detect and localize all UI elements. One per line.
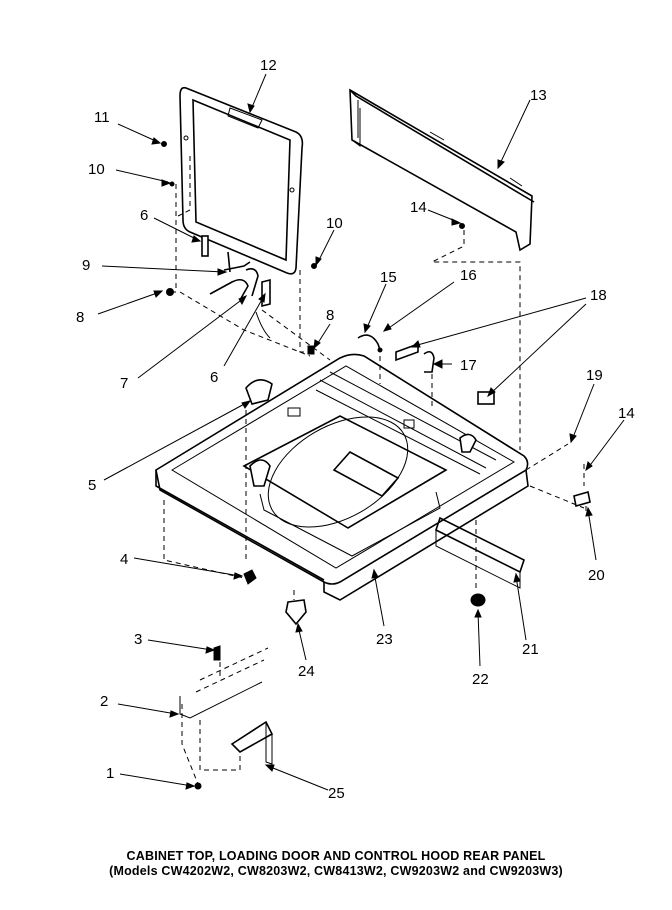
callout-8: 8: [76, 309, 84, 326]
diagram-caption-title: CABINET TOP, LOADING DOOR AND CONTROL HO…: [126, 849, 546, 863]
callout-17: 17: [460, 357, 477, 374]
callout-16: 16: [460, 267, 477, 284]
callout-12: 12: [260, 57, 277, 74]
callout-13: 13: [530, 87, 547, 104]
screw-10-right: [311, 263, 317, 269]
callout-6: 6: [140, 207, 148, 224]
callout-25: 25: [328, 785, 345, 802]
callout-2: 2: [100, 693, 108, 710]
callout-21: 21: [522, 641, 539, 658]
callout-14: 14: [410, 199, 427, 216]
screw-14-upper: [459, 223, 465, 229]
callout-10: 10: [88, 161, 105, 178]
callout-8: 8: [326, 307, 334, 324]
diagram-caption-models: (Models CW4202W2, CW8203W2, CW8413W2, CW…: [109, 864, 563, 878]
callout-5: 5: [88, 477, 96, 494]
callout-labels: 12 13 11 10 6 10 14 9 15 16 18 8 8 17 7 …: [76, 57, 635, 802]
callout-4: 4: [120, 551, 128, 568]
callout-23: 23: [376, 631, 393, 648]
callout-9: 9: [82, 257, 90, 274]
callout-14: 14: [618, 405, 635, 422]
lower-small-parts: [243, 490, 591, 626]
cabinet-bracket: [179, 645, 274, 790]
callout-24: 24: [298, 663, 315, 680]
callout-19: 19: [586, 367, 603, 384]
callout-11: 11: [94, 109, 110, 126]
callout-1: 1: [106, 765, 114, 782]
callout-18: 18: [590, 287, 607, 304]
callout-20: 20: [588, 567, 605, 584]
screw-11: [161, 141, 167, 147]
callout-3: 3: [134, 631, 142, 648]
callout-6: 6: [210, 369, 218, 386]
callout-10: 10: [326, 215, 343, 232]
leader-lines: [97, 73, 625, 791]
alignment-lines: [163, 156, 587, 785]
callout-7: 7: [120, 375, 128, 392]
control-hood-rear-panel: [349, 88, 535, 252]
callout-15: 15: [380, 269, 397, 286]
cabinet-top: [155, 353, 529, 601]
screw-10-upper: [169, 181, 175, 187]
loading-door: [179, 86, 304, 275]
callout-22: 22: [472, 671, 489, 688]
